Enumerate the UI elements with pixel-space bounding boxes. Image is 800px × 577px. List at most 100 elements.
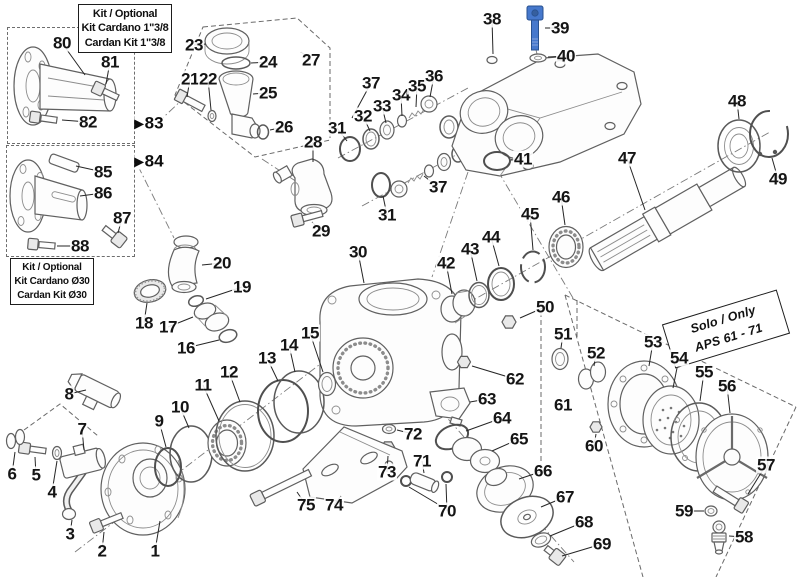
circlip-49	[749, 110, 789, 158]
bolt-87	[101, 224, 128, 249]
part-label-8: 8	[63, 384, 75, 404]
bolt-5	[17, 441, 47, 455]
accumulator-group	[577, 360, 769, 555]
part-label-20: 20	[212, 253, 232, 273]
rod-foot-63	[429, 387, 471, 420]
ring-43	[468, 281, 490, 309]
part-label-9: 9	[153, 411, 165, 431]
part-label-56: 56	[717, 376, 737, 396]
part-label-24: 24	[258, 52, 278, 72]
valve-36	[420, 95, 438, 113]
cover-group	[5, 370, 337, 536]
part-label-39: 39	[550, 18, 570, 38]
part-label-4: 4	[46, 482, 58, 502]
triangle-icon: ▶	[134, 154, 144, 168]
part-label-10: 10	[170, 397, 190, 417]
part-label-18: 18	[134, 313, 154, 333]
o-ring-19	[187, 294, 205, 308]
part-label-57: 57	[756, 455, 776, 475]
part-label-2: 2	[96, 541, 108, 561]
kit-ref-marker-84: ▶84	[134, 151, 164, 171]
part-label-44: 44	[481, 227, 501, 247]
part-label-63: 63	[477, 389, 497, 409]
valve-body-3	[59, 443, 106, 479]
part-label-64: 64	[492, 408, 512, 428]
bearing-train	[440, 225, 584, 371]
cap-23	[204, 27, 250, 55]
kit-cardano-138-parts	[13, 46, 120, 126]
crankcase-30	[319, 278, 463, 427]
spring-35b	[407, 173, 424, 184]
seal-26	[256, 124, 270, 140]
part-label-55: 55	[694, 362, 714, 382]
elbow-28	[272, 158, 333, 217]
part-label-51: 51	[553, 324, 573, 344]
key-85	[48, 153, 80, 173]
part-label-65: 65	[509, 429, 529, 449]
part-label-68: 68	[574, 512, 594, 532]
ring-15	[317, 371, 337, 397]
part-label-71: 71	[412, 451, 432, 471]
o-ring-31a	[339, 136, 361, 162]
part-label-86: 86	[93, 183, 113, 203]
kit2-line3: Cardan Kit Ø30	[17, 289, 87, 301]
bracket-and-bolt	[249, 426, 408, 507]
pump-head-38	[451, 53, 642, 177]
washer-4	[51, 445, 63, 461]
part-label-11: 11	[193, 375, 213, 395]
nut-50	[501, 315, 517, 329]
part-label-52: 52	[586, 343, 606, 363]
ferrule-6	[5, 428, 26, 450]
seal-44	[487, 267, 515, 301]
part-label-43: 43	[460, 239, 480, 259]
part-label-36: 36	[424, 66, 444, 86]
part-label-75: 75	[296, 495, 316, 515]
o-ring-31b	[371, 172, 391, 198]
part-label-34: 34	[391, 85, 411, 105]
part-label-53: 53	[643, 332, 663, 352]
part-label-40: 40	[556, 46, 576, 66]
highlight-bolt-39	[526, 5, 544, 51]
part-label-81: 81	[100, 52, 120, 72]
part-label-49: 49	[768, 169, 788, 189]
part-label-22: 22	[198, 69, 218, 89]
part-label-48: 48	[727, 91, 747, 111]
part-label-87: 87	[112, 208, 132, 228]
ring-nut-18	[133, 279, 167, 303]
part-label-41: 41	[513, 149, 533, 169]
part-label-7: 7	[76, 419, 88, 439]
part-label-66: 66	[533, 461, 553, 481]
kit2-line2: Kit Cardano Ø30	[14, 275, 90, 287]
part-label-21: 21	[180, 69, 200, 89]
marker-number: 84	[144, 151, 164, 171]
bolt-21	[173, 88, 206, 113]
perforated-disc-54	[642, 385, 700, 455]
part-label-14: 14	[279, 335, 299, 355]
part-label-61: 61	[553, 395, 573, 415]
part-label-70: 70	[437, 501, 457, 521]
seat-33	[379, 120, 395, 140]
bracket-74	[302, 426, 408, 504]
part-label-30: 30	[348, 242, 368, 262]
bolt-2	[88, 511, 124, 534]
circlip-45	[520, 250, 546, 284]
part-label-46: 46	[551, 187, 571, 207]
part-label-35: 35	[407, 76, 427, 96]
washer-59	[704, 505, 718, 517]
part-label-13: 13	[257, 348, 277, 368]
washer-51	[551, 347, 569, 371]
part-label-1: 1	[149, 541, 161, 561]
kit1-line3: Cardan Kit 1"3/8	[84, 36, 166, 49]
ring-12	[215, 400, 275, 472]
kit-cardano-138-box: Kit / Optional Kit Cardano 1"3/8 Cardan …	[78, 4, 172, 53]
part-label-17: 17	[158, 317, 178, 337]
o-ring-13	[257, 379, 309, 443]
part-label-72: 72	[403, 424, 423, 444]
part-label-37: 37	[428, 177, 448, 197]
part-label-19: 19	[232, 277, 252, 297]
bolt-69	[543, 544, 567, 566]
part-label-16: 16	[176, 338, 196, 358]
o-ring-16	[218, 328, 238, 344]
